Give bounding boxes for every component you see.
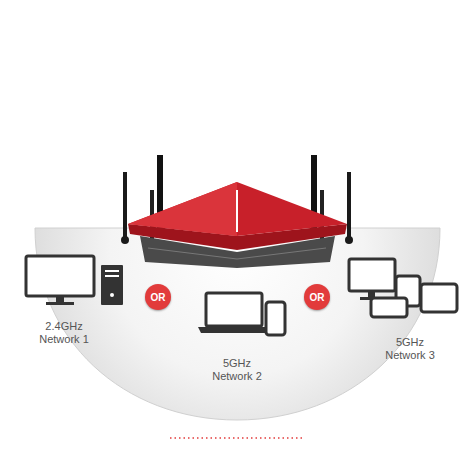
phone bbox=[266, 302, 285, 335]
network-label: 2.4GHz Network 1 bbox=[33, 320, 95, 346]
monitor bbox=[26, 256, 94, 296]
tower-button bbox=[110, 293, 114, 297]
monitor-base bbox=[46, 302, 74, 305]
router-led bbox=[236, 190, 238, 232]
network-label: 5GHz Network 3 bbox=[379, 336, 441, 362]
or-label: OR bbox=[151, 292, 166, 303]
antenna-knob bbox=[121, 236, 129, 244]
laptop-base bbox=[198, 327, 270, 333]
coverage-band bbox=[35, 228, 440, 420]
network-label: 5GHz Network 2 bbox=[206, 357, 268, 383]
router-top bbox=[128, 182, 347, 236]
laptop-screen bbox=[206, 293, 262, 326]
vent-line bbox=[148, 248, 237, 259]
or-label: OR bbox=[310, 292, 325, 303]
antenna bbox=[123, 172, 127, 240]
router bbox=[121, 155, 353, 268]
phone bbox=[371, 298, 407, 317]
antenna bbox=[347, 172, 351, 240]
laptop-and-phone bbox=[198, 293, 285, 335]
dotted-rule bbox=[170, 437, 305, 439]
desktop-pc bbox=[26, 256, 123, 305]
monitor bbox=[349, 259, 395, 291]
or-circle: OR bbox=[304, 284, 330, 310]
antenna-knob bbox=[345, 236, 353, 244]
tower-slot bbox=[105, 270, 119, 272]
tablet bbox=[421, 284, 457, 312]
router-top-highlight bbox=[128, 182, 237, 236]
tower-slot bbox=[105, 275, 119, 277]
mobile-devices bbox=[349, 259, 457, 317]
or-circle: OR bbox=[145, 284, 171, 310]
vent-line bbox=[237, 248, 326, 259]
pc-tower bbox=[101, 265, 123, 305]
